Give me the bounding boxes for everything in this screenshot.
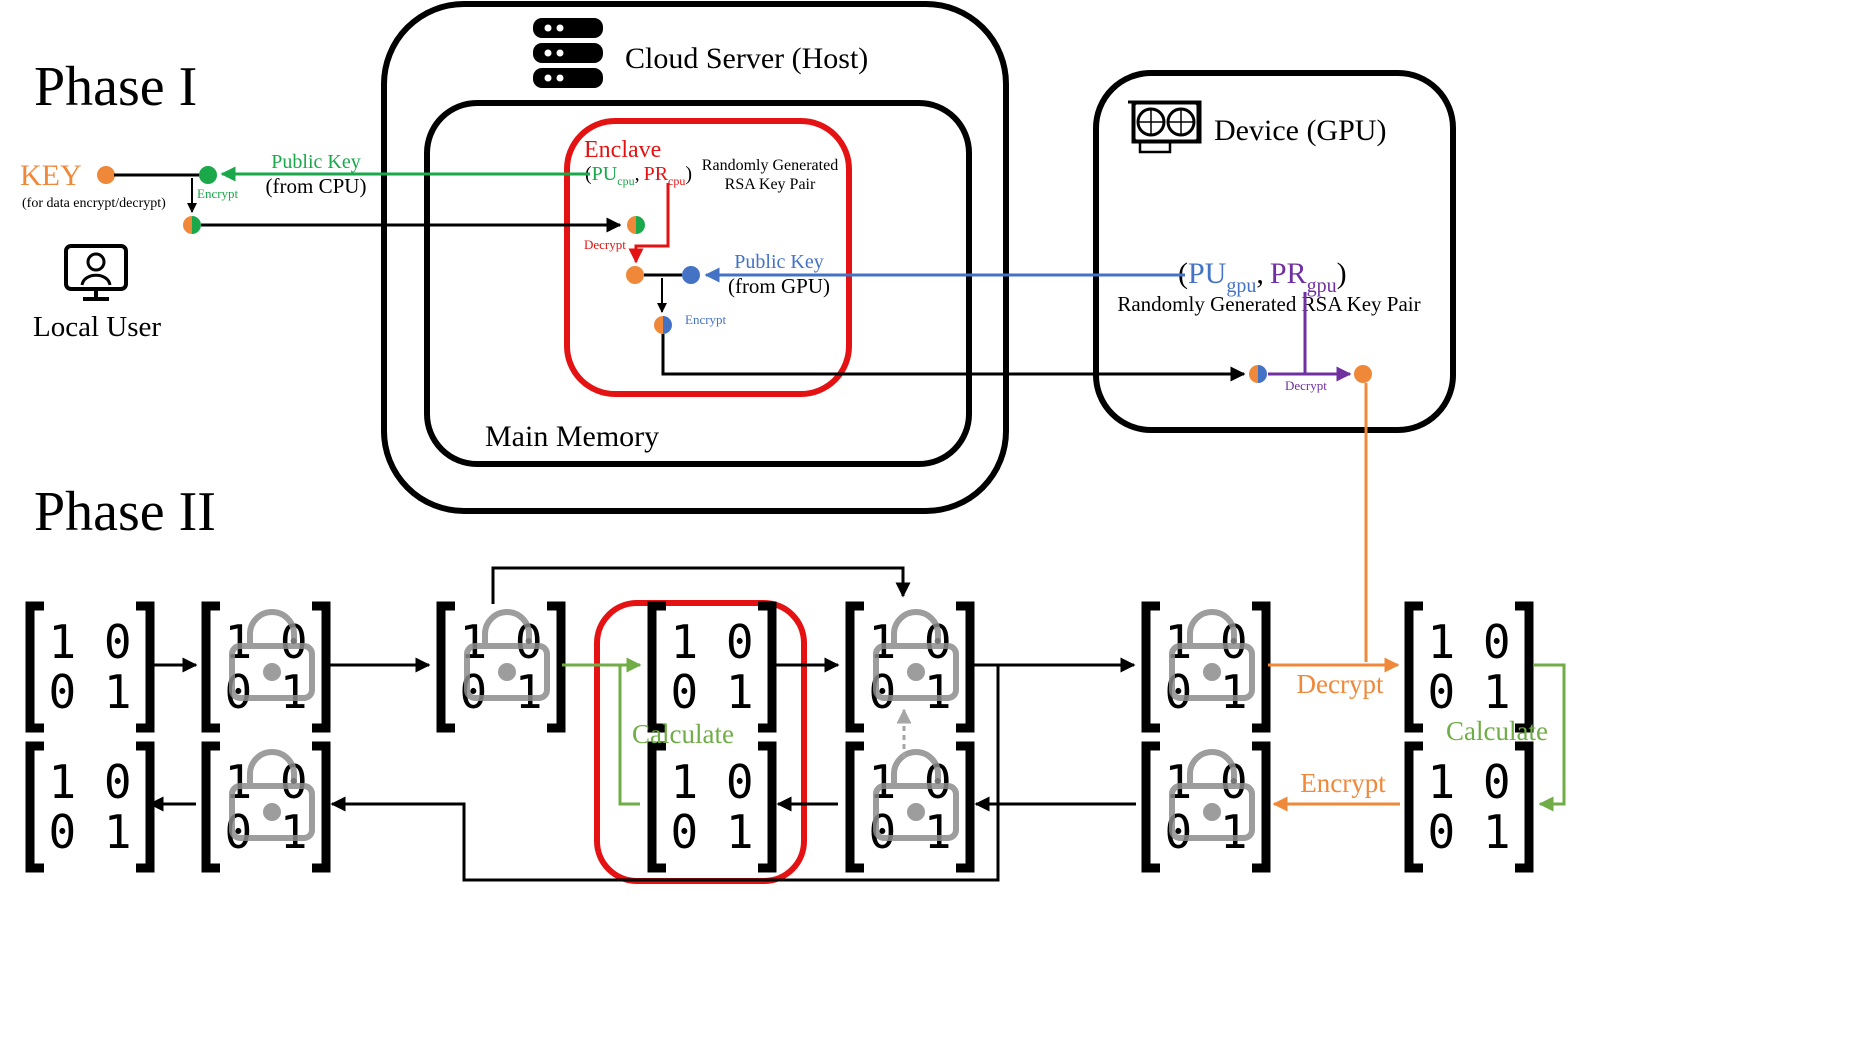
- server-icon: [533, 18, 603, 88]
- calculate-label-gpu: Calculate: [1446, 716, 1548, 746]
- phase2-title: Phase II: [34, 481, 216, 543]
- cpu-private-key-decrypt-arrow: [628, 183, 670, 264]
- key-label: KEY: [20, 159, 82, 192]
- matrix-plain-enclave-bottom: [652, 746, 772, 868]
- main-memory-label: Main Memory: [485, 420, 659, 453]
- key-dot-gpu: [1354, 365, 1372, 383]
- cpu-keypair: (PUcpu,PRcpu): [585, 163, 692, 188]
- local-user-icon: [64, 244, 128, 301]
- decrypt-label-phase2: Decrypt: [1297, 669, 1384, 699]
- encrypted-key-dot-gpu-pub: [654, 316, 672, 334]
- lock-icon: [1169, 749, 1255, 841]
- encrypted-key-dot-enclave: [627, 216, 645, 234]
- matrix-plain-gpu-top: [1409, 606, 1529, 728]
- public-key-cpu-label: Public Key: [271, 151, 360, 173]
- encrypted-key-dot-user: [183, 216, 201, 234]
- lock-icon: [229, 609, 315, 701]
- phase1-title: Phase I: [34, 56, 197, 118]
- local-user-label: Local User: [33, 311, 161, 343]
- matrix-plain-user-bottom: [30, 746, 150, 868]
- encrypted-key-dot-gpu: [1249, 365, 1267, 383]
- matrix-plain-gpu-bottom: [1409, 746, 1529, 868]
- gpu-keypair: (PUgpu,PRgpu): [1178, 257, 1347, 297]
- cloud-server-box: [381, 1, 1009, 514]
- decrypt-label-enclave: Decrypt: [584, 237, 626, 252]
- lock-icon: [873, 749, 959, 841]
- public-key-gpu-label: Public Key: [734, 251, 823, 273]
- lock-icon: [229, 749, 315, 841]
- cpu-keypair-note-1: Randomly Generated: [702, 157, 838, 174]
- lock-icons: [229, 609, 1255, 841]
- send-to-gpu-arrow: [661, 334, 1246, 382]
- enclave-label: Enclave: [584, 137, 661, 163]
- lock-icon: [464, 609, 550, 701]
- main-memory-box: [424, 100, 972, 467]
- encrypt-label-user: Encrypt: [197, 186, 239, 201]
- decrypt-label-gpu: Decrypt: [1285, 378, 1327, 393]
- public-key-cpu-sublabel: (from CPU): [266, 174, 367, 198]
- arrow-return-bottom: [330, 665, 1000, 882]
- cpu-public-key-dot: [199, 166, 217, 184]
- lock-icon: [1169, 609, 1255, 701]
- arrow-gpu-calculate: [1534, 663, 1566, 812]
- arrow-bypass-top: [491, 566, 911, 604]
- enclave-box: [564, 118, 852, 397]
- gpu-keypair-note: Randomly Generated RSA Key Pair: [1117, 292, 1420, 316]
- gpu-public-key-dot: [682, 266, 700, 284]
- lock-icon: [873, 609, 959, 701]
- device-gpu-box: [1093, 70, 1456, 433]
- key-sublabel: (for data encrypt/decrypt): [22, 196, 166, 211]
- cloud-server-label: Cloud Server (Host): [625, 42, 868, 75]
- matrix-plain-enclave-top: [652, 606, 772, 728]
- arrow-enclave-calculate: [618, 665, 640, 806]
- encrypt-label-enclave: Encrypt: [685, 312, 727, 327]
- matrix-plain-user-top: [30, 606, 150, 728]
- gpu-icon: [1128, 100, 1202, 154]
- public-key-gpu-sublabel: (from GPU): [728, 274, 830, 298]
- encrypt-label-phase2: Encrypt: [1300, 768, 1386, 798]
- key-dot: [97, 166, 115, 184]
- key-dot-enclave: [626, 266, 644, 284]
- calculate-label-enclave: Calculate: [632, 719, 734, 749]
- device-gpu-label: Device (GPU): [1214, 114, 1386, 147]
- cpu-keypair-note-2: RSA Key Pair: [725, 176, 816, 193]
